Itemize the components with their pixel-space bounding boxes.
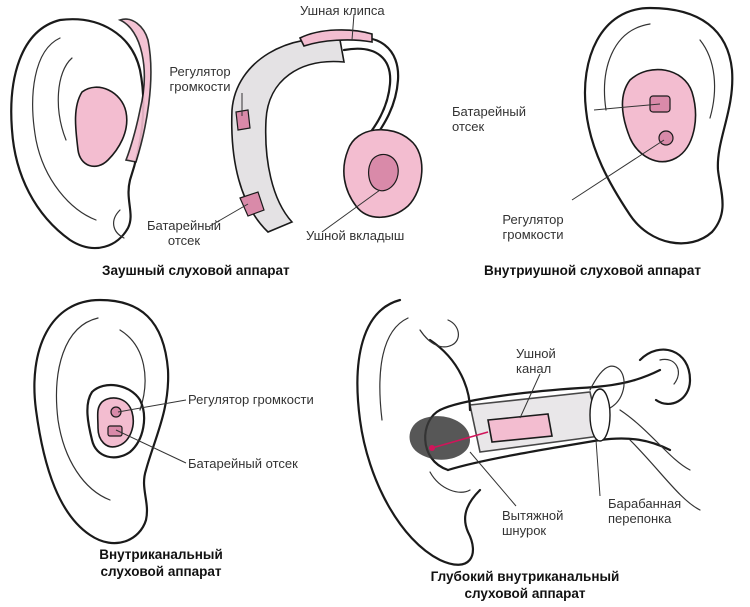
caption-itc-line1: Внутриканальный xyxy=(56,546,266,563)
itc-battery-door xyxy=(108,426,122,436)
label-ite-volume: Регулятор громкости xyxy=(484,212,582,242)
bte-device-illustration xyxy=(232,30,422,232)
label-eardrum-line1: Барабанная xyxy=(608,496,681,511)
caption-ite: Внутриушной слуховой аппарат xyxy=(484,262,701,279)
label-pull-cord-line1: Вытяжной xyxy=(502,508,563,523)
label-ite-volume-line1: Регулятор xyxy=(484,212,582,227)
caption-bte: Заушный слуховой аппарат xyxy=(102,262,290,279)
bte-earmold-in-ear xyxy=(76,87,127,166)
label-bte-volume-line2: громкости xyxy=(156,79,244,94)
label-bte-battery-line2: отсек xyxy=(140,233,228,248)
caption-cic: Глубокий внутриканальный слуховой аппара… xyxy=(400,568,650,602)
label-bte-volume: Регулятор громкости xyxy=(156,64,244,94)
itc-device xyxy=(98,398,134,447)
label-ite-battery-line2: отсек xyxy=(452,119,526,134)
label-eardrum: Барабанная перепонка xyxy=(608,496,681,526)
label-bte-battery: Батарейный отсек xyxy=(140,218,228,248)
label-itc-battery: Батарейный отсек xyxy=(188,456,298,471)
label-pull-cord-line2: шнурок xyxy=(502,523,563,538)
label-bte-volume-line1: Регулятор xyxy=(156,64,244,79)
label-pull-cord: Вытяжной шнурок xyxy=(502,508,563,538)
caption-itc-line2: слуховой аппарат xyxy=(56,563,266,580)
label-earmold: Ушной вкладыш xyxy=(306,228,404,243)
label-canal: Ушной канал xyxy=(516,346,556,376)
label-ite-battery: Батарейный отсек xyxy=(452,104,526,134)
ear-itc-illustration xyxy=(34,300,168,543)
eardrum xyxy=(590,389,610,441)
label-canal-line1: Ушной xyxy=(516,346,556,361)
label-bte-battery-line1: Батарейный xyxy=(140,218,228,233)
ite-volume-knob xyxy=(659,131,673,145)
label-ite-battery-line1: Батарейный xyxy=(452,104,526,119)
label-itc-volume: Регулятор громкости xyxy=(188,392,314,407)
ear-ite-illustration xyxy=(585,8,732,243)
label-canal-line2: канал xyxy=(516,361,556,376)
ite-device xyxy=(622,70,695,162)
caption-cic-line2: слуховой аппарат xyxy=(400,585,650,602)
label-ite-volume-line2: громкости xyxy=(484,227,582,242)
label-ear-clip: Ушная клипса xyxy=(300,3,385,18)
bte-volume-wheel xyxy=(236,110,250,130)
ear-bte-illustration xyxy=(11,19,151,248)
caption-itc: Внутриканальный слуховой аппарат xyxy=(56,546,266,580)
caption-cic-line1: Глубокий внутриканальный xyxy=(400,568,650,585)
label-eardrum-line2: перепонка xyxy=(608,511,681,526)
